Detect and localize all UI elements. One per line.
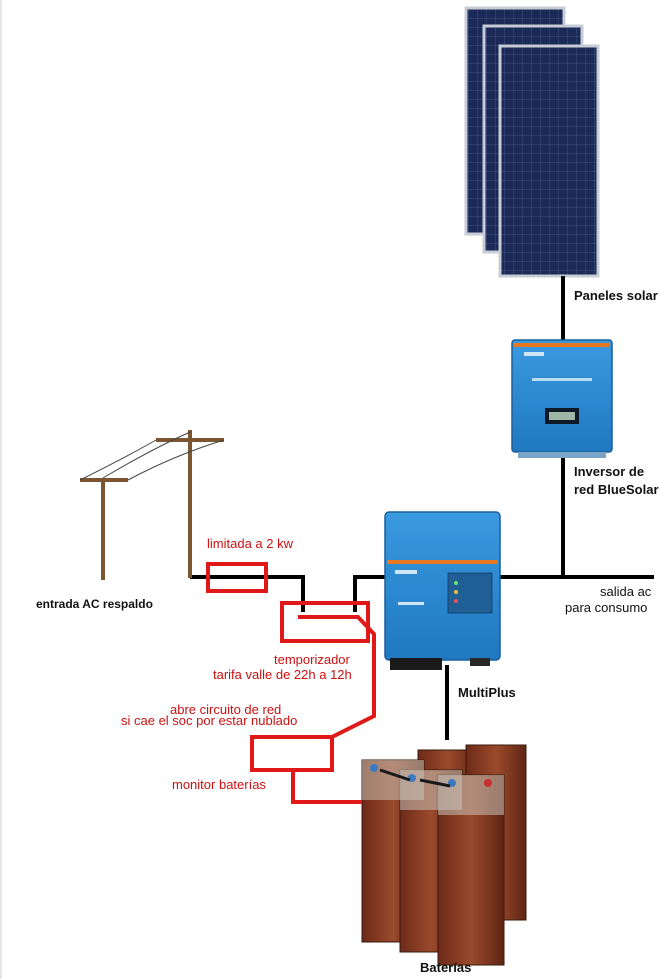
dc-ac-wiring [190, 276, 654, 740]
label-cutoff-line1: abre circuito de red [170, 702, 282, 717]
label-output-line2: para consumo [565, 600, 648, 615]
label-inverter-line2: red BlueSolar [574, 482, 659, 497]
label-batteries: Baterías [420, 960, 472, 975]
label-output-line1: salida ac [600, 584, 652, 599]
label-battery-monitor: monitor baterías [172, 777, 266, 792]
label-limit: limitada a 2 kw [207, 536, 293, 551]
contactor-box [250, 735, 334, 772]
label-multiplus: MultiPlus [458, 685, 516, 700]
inverter-icon [511, 339, 613, 458]
timer-box [280, 601, 370, 643]
label-inverter-line1: Inversor de [574, 464, 645, 479]
control-wiring [206, 562, 376, 804]
utility-pole-icon [79, 430, 225, 580]
current-limiter-box [206, 562, 268, 593]
left-edge [0, 0, 2, 979]
label-ac-input: entrada AC respaldo [36, 597, 153, 611]
label-timer-line1: temporizador [274, 652, 350, 667]
battery-bank-icon [361, 744, 527, 966]
solar-panel-icon [464, 6, 600, 278]
label-timer-line2: tarifa valle de 22h a 12h [213, 667, 352, 682]
label-solar-panels: Paneles solar [574, 288, 658, 303]
multiplus-icon [384, 511, 501, 670]
label-cutoff-line2: si cae el soc por estar nublado [121, 713, 298, 728]
